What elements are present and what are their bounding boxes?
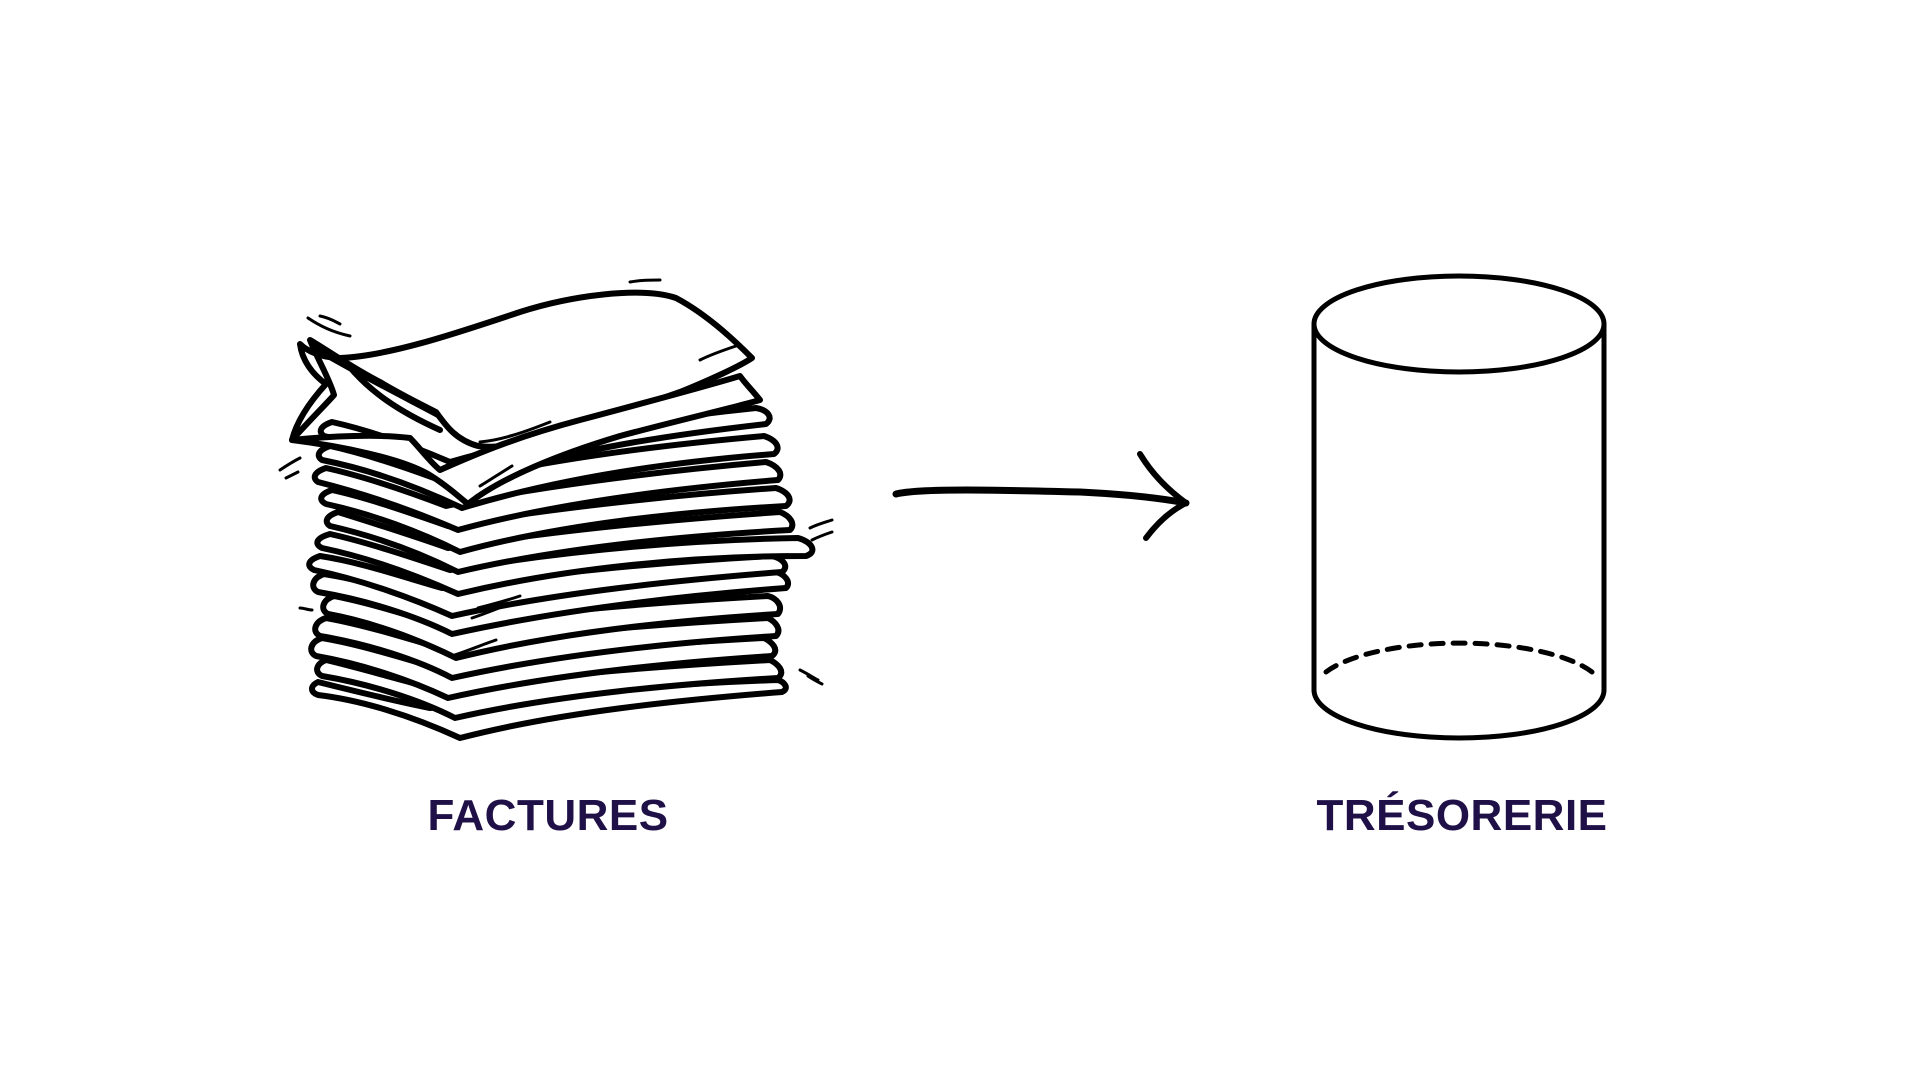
paper-stack-icon (278, 278, 834, 741)
arrow-right-icon (892, 451, 1190, 541)
factures-label: FACTURES (427, 791, 669, 840)
cylinder-icon (1311, 273, 1607, 741)
tresorerie-label: TRÉSORERIE (1316, 791, 1608, 840)
